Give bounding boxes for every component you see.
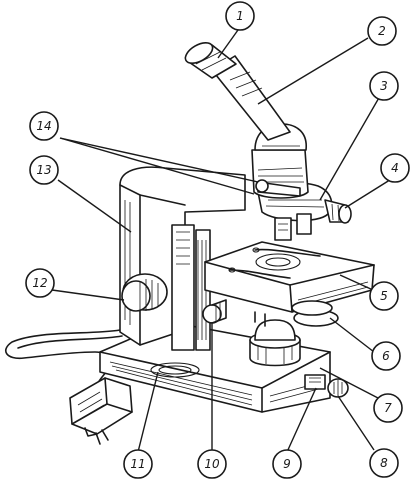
svg-text:9: 9 [283,457,291,471]
svg-text:7: 7 [384,401,392,415]
objective-lens [324,199,352,224]
svg-text:12: 12 [32,276,47,290]
svg-text:8: 8 [380,456,388,470]
stage [204,241,375,313]
callout-12: 12 [25,268,55,298]
callout-9: 9 [272,449,302,479]
fine-focus-knob [202,299,227,324]
svg-text:14: 14 [36,119,51,133]
callout-11: 11 [123,449,153,479]
callout-1: 1 [225,1,255,31]
callout-13: 13 [29,155,59,185]
eyepiece [184,41,237,79]
svg-text:2: 2 [378,24,386,38]
svg-text:10: 10 [204,457,220,471]
svg-text:11: 11 [130,457,145,471]
callout-2: 2 [367,16,397,46]
svg-text:6: 6 [382,349,390,363]
callout-7: 7 [373,393,403,423]
power-adapter [69,377,133,445]
callout-14: 14 [29,111,59,141]
illuminator [249,319,301,367]
callout-4: 4 [380,153,410,183]
callout-5: 5 [369,281,399,311]
svg-text:5: 5 [380,289,388,303]
callout-3: 3 [369,71,399,101]
svg-text:1: 1 [236,9,244,23]
callout-6: 6 [371,341,401,371]
svg-text:4: 4 [391,161,399,175]
condenser [254,300,339,327]
microscope-head [251,149,309,199]
light-switch [304,374,326,390]
leader-lines [51,29,394,453]
svg-text:3: 3 [380,79,388,93]
callout-10: 10 [197,449,227,479]
svg-text:13: 13 [36,163,51,177]
coarse-focus-knob [121,273,168,312]
callout-8: 8 [369,448,399,478]
